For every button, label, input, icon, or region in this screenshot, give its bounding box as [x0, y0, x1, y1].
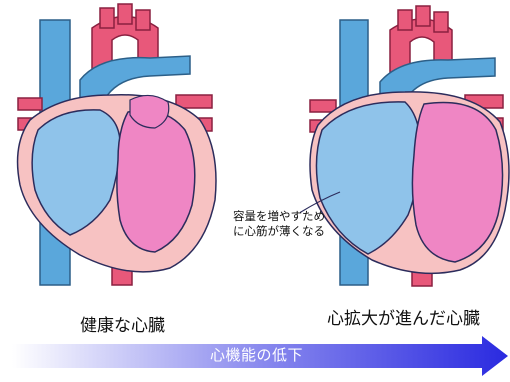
annotation-line-2: に心筋が薄くなる — [233, 224, 325, 239]
aorta-branch — [434, 12, 448, 32]
dilated-heart-caption: 心拡大が進んだ心臓 — [327, 304, 480, 329]
aorta-branch — [398, 10, 412, 30]
pulmonary-vein — [310, 100, 336, 112]
aorta-branch — [416, 6, 430, 26]
aorta-branch — [118, 4, 132, 24]
arrow-label: 心機能の低下 — [210, 344, 303, 365]
healthy-heart-illustration — [0, 0, 250, 300]
wall-thinning-annotation: 容量を増やすため に心筋が薄くなる — [233, 209, 325, 239]
pulmonary-vein — [176, 95, 212, 108]
annotation-line-1: 容量を増やすため — [233, 209, 325, 224]
healthy-heart-caption: 健康な心臓 — [80, 311, 165, 336]
aorta-branch — [100, 8, 114, 28]
dilated-heart-illustration — [300, 0, 510, 300]
pulmonary-vein — [18, 98, 42, 110]
aorta-branch — [136, 10, 150, 30]
